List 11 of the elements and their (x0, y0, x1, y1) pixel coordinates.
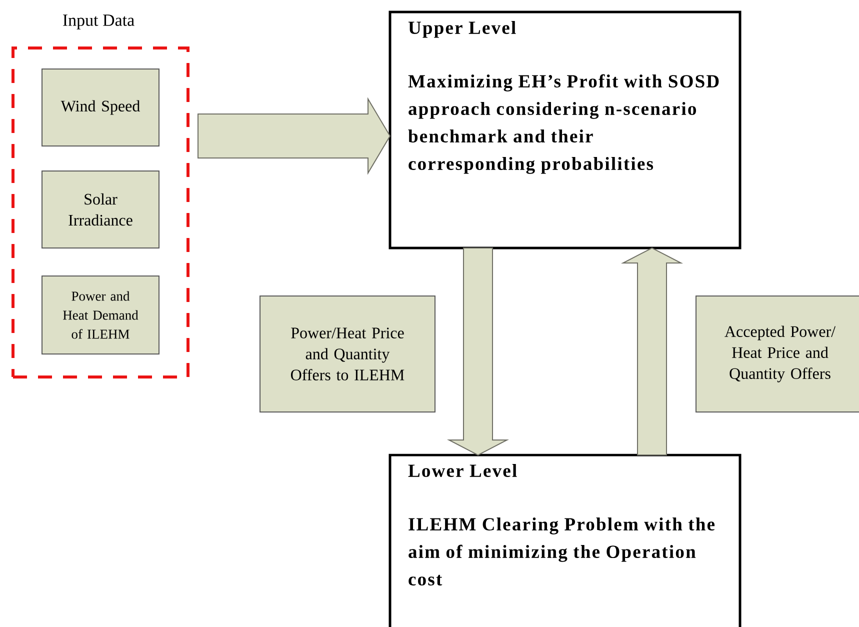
block-arrow (446, 248, 510, 456)
data-box: Solar Irradiance (42, 170, 160, 248)
block-arrow (620, 247, 684, 456)
level-box: Lower Level ILEHM Clearing Problem with the aim of minimizing the Operation cost (388, 454, 742, 627)
data-box: Power and Heat Demand of ILEHM (42, 276, 160, 354)
data-box: Power/Heat Price and Quantity Offers to ILEHM (260, 296, 436, 412)
level-box: Upper Level Maximizing EH’s Profit with SOSD approach considering n-scenario benchmark and their corresponding probabilities (388, 10, 742, 250)
data-box: Wind Speed (42, 68, 160, 146)
block-arrow (198, 97, 391, 175)
data-box: Accepted Power/ Heat Price and Quantity Offers (696, 296, 859, 412)
node-label: Input Data (63, 14, 134, 30)
